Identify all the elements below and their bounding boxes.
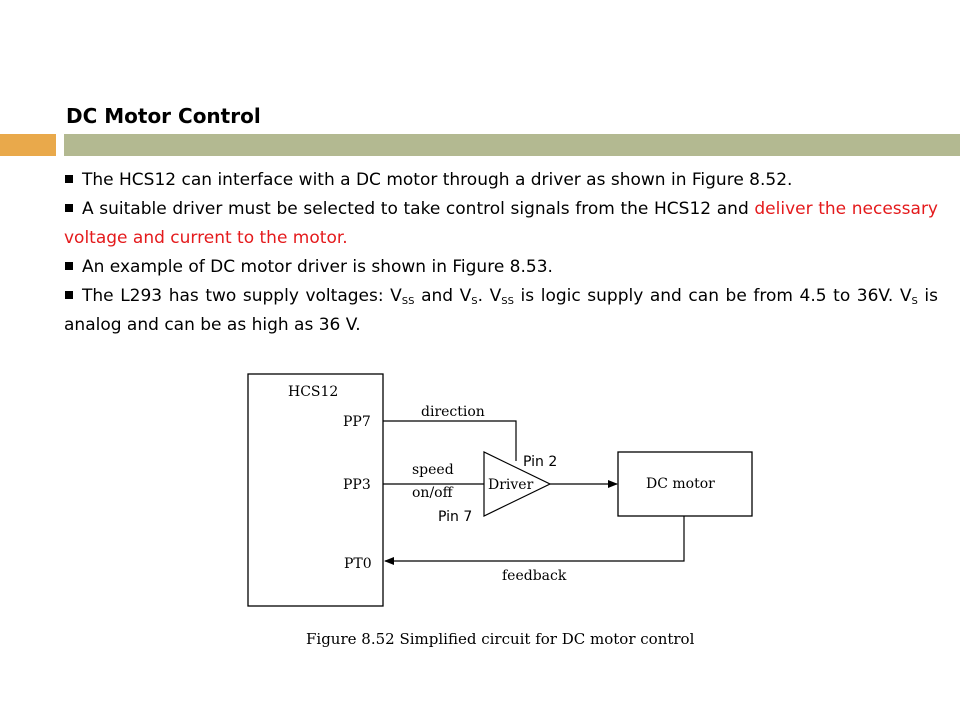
subscript: S <box>911 296 918 307</box>
bullet-text: and V <box>414 286 472 306</box>
bullet-text: A suitable driver must be selected to ta… <box>82 199 755 219</box>
subscript: SS <box>401 296 415 307</box>
motor-block <box>617 451 753 517</box>
bullet-highlight-text: deliver the necessary voltage and curren… <box>64 199 938 248</box>
onoff-label: on/off <box>412 485 454 501</box>
pin7-label: Pin 7 <box>438 509 472 525</box>
driver-triangle <box>483 451 552 517</box>
square-bullet-icon <box>65 262 73 270</box>
bullet-text: is logic supply and can be from 4.5 to 3… <box>513 286 912 306</box>
speed-label: speed <box>412 462 454 478</box>
pin2-label: Pin 2 <box>523 454 557 470</box>
bullet-item: A suitable driver must be selected to ta… <box>64 195 938 253</box>
bullet-item: The L293 has two supply voltages: VSS an… <box>64 282 938 340</box>
header-bar <box>64 134 960 156</box>
direction-label: direction <box>421 404 485 420</box>
direction-line <box>383 420 517 461</box>
accent-bar <box>0 134 56 156</box>
bullet-text: . V <box>477 286 502 306</box>
square-bullet-icon <box>65 175 73 183</box>
subscript: SS <box>501 296 514 307</box>
motor-label: DC motor <box>646 476 715 492</box>
bullet-list: The HCS12 can interface with a DC motor … <box>64 166 938 340</box>
square-bullet-icon <box>65 204 73 212</box>
square-bullet-icon <box>65 291 73 299</box>
figure-caption: Figure 8.52 Simplified circuit for DC mo… <box>306 630 695 648</box>
pin-pp7-label: PP7 <box>343 414 371 430</box>
mcu-label: HCS12 <box>288 384 338 400</box>
bullet-text: is analog and can be as high as 36 V. <box>64 286 939 335</box>
feedback-arrow <box>384 516 685 565</box>
bullet-item: An example of DC motor driver is shown i… <box>64 253 938 282</box>
bullet-text: The L293 has two supply voltages: V <box>82 286 402 306</box>
driver-label: Driver <box>488 477 534 493</box>
feedback-label: feedback <box>502 568 567 584</box>
bullet-item: The HCS12 can interface with a DC motor … <box>64 166 938 195</box>
pin-pp3-label: PP3 <box>343 477 371 493</box>
bullet-text: An example of DC motor driver is shown i… <box>82 257 553 277</box>
bullet-text: The HCS12 can interface with a DC motor … <box>82 170 793 190</box>
pin-pt0-label: PT0 <box>344 556 372 572</box>
slide-title: DC Motor Control <box>66 104 261 128</box>
subscript: S <box>471 296 478 307</box>
mcu-block <box>247 373 384 607</box>
